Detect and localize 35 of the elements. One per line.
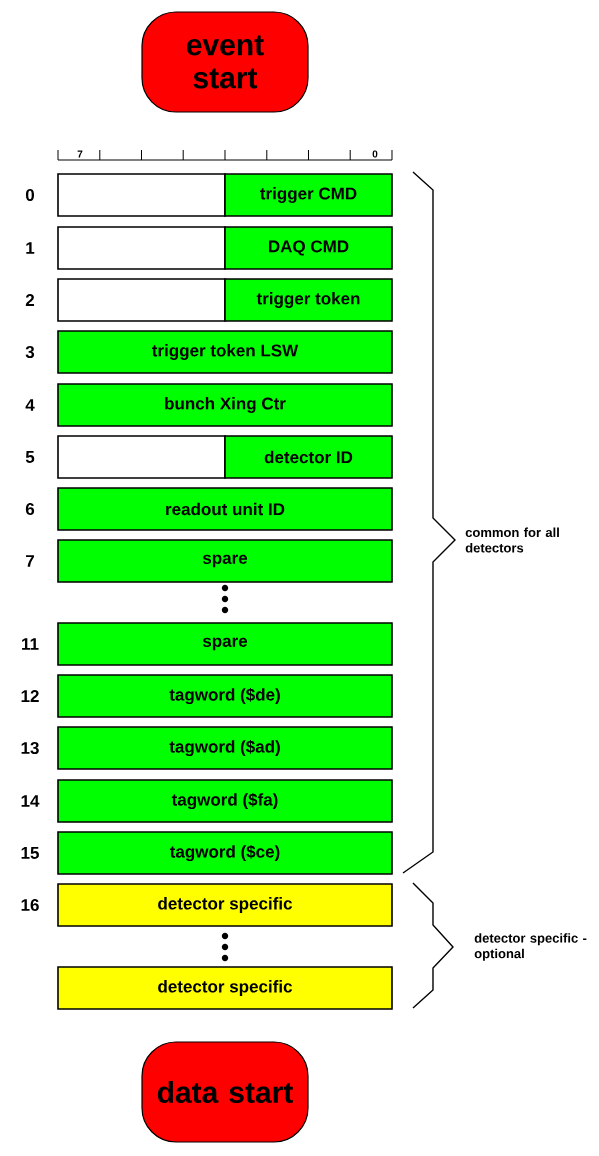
row-number: 15 xyxy=(21,847,39,859)
row-number: 11 xyxy=(22,638,39,650)
brace-label: common for all detectors xyxy=(465,527,559,553)
field-box: trigger token xyxy=(224,278,393,322)
field-box: tagword ($fa) xyxy=(57,779,393,823)
field-box: detector ID xyxy=(224,435,393,479)
field-box: bunch Xing Ctr xyxy=(57,383,393,427)
field-box: detector specific xyxy=(57,883,393,927)
brace-label: detector specific - optional xyxy=(474,933,587,961)
field-box: trigger CMD xyxy=(224,173,393,217)
field-box: tagword ($ad) xyxy=(57,726,393,770)
row-number: 13 xyxy=(21,741,39,755)
row-number: 4 xyxy=(25,399,35,411)
field-box: detector specific xyxy=(57,966,393,1010)
row-number: 2 xyxy=(25,294,35,306)
rounded-box: event start xyxy=(141,11,309,113)
row-number: 5 xyxy=(25,451,35,463)
row-number: 12 xyxy=(21,690,39,702)
row-number: 14 xyxy=(21,795,40,807)
field-box: DAQ CMD xyxy=(224,226,393,270)
row-number: 0 xyxy=(25,189,34,202)
field-box: tagword ($de) xyxy=(57,674,393,718)
row-number: 7 xyxy=(26,555,34,567)
field-box: spare xyxy=(57,539,393,583)
row-number: 16 xyxy=(21,899,39,912)
row-number: 1 xyxy=(26,242,35,254)
rounded-box: data start xyxy=(141,1041,309,1143)
row-number: 6 xyxy=(25,503,35,516)
bit-number: 7 xyxy=(77,150,83,158)
row-number: 3 xyxy=(25,346,35,359)
field-box: spare xyxy=(57,622,393,666)
field-box: readout unit ID xyxy=(57,487,393,531)
field-box: trigger token LSW xyxy=(57,330,393,374)
field-box: tagword ($ce) xyxy=(57,831,393,875)
bit-number: 0 xyxy=(372,150,378,158)
